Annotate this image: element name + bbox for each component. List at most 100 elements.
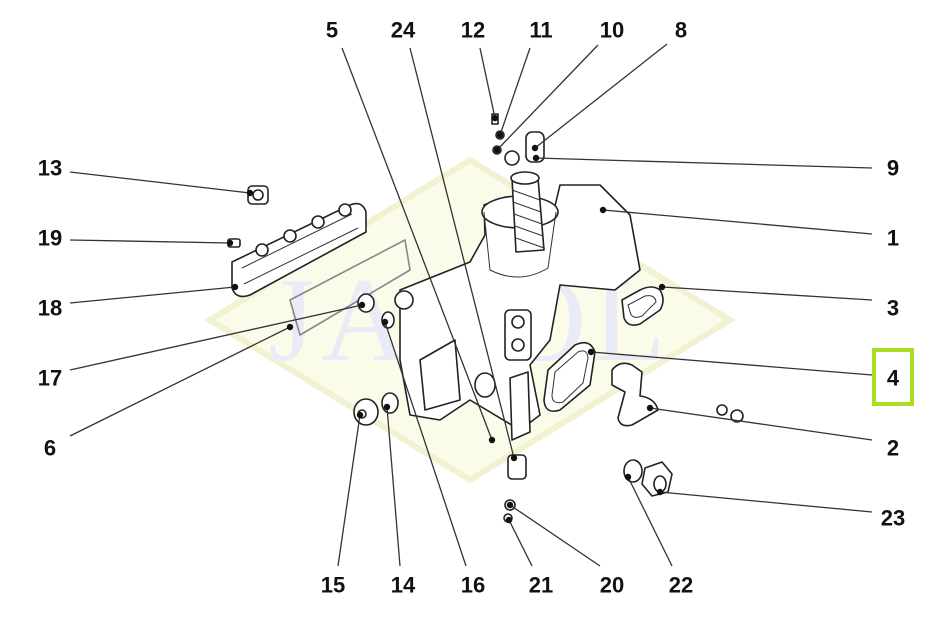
callout-18: 18 bbox=[38, 283, 239, 321]
leader-line bbox=[659, 491, 873, 513]
part-oring-14 bbox=[381, 392, 399, 414]
leader-line bbox=[337, 414, 361, 567]
callout-label: 16 bbox=[461, 573, 485, 598]
callout-label: 24 bbox=[391, 18, 416, 43]
leader-dot bbox=[493, 146, 501, 154]
leader-dot bbox=[491, 114, 499, 122]
callout-4: 4 bbox=[587, 348, 914, 406]
leader-line bbox=[341, 47, 493, 441]
callout-1: 1 bbox=[599, 206, 899, 251]
leader-dot bbox=[286, 323, 294, 331]
part-gasket-2 bbox=[611, 362, 659, 427]
callout-9: 9 bbox=[532, 154, 899, 181]
leader-line bbox=[590, 351, 873, 376]
callout-2: 2 bbox=[646, 404, 899, 461]
callout-11: 11 bbox=[496, 18, 553, 139]
leader-dot bbox=[510, 454, 518, 462]
leader-dot bbox=[246, 189, 254, 197]
callout-label: 5 bbox=[326, 18, 338, 43]
leader-line bbox=[509, 504, 601, 567]
callout-label: 8 bbox=[675, 18, 687, 43]
leader-line bbox=[69, 326, 291, 437]
leader-line bbox=[508, 519, 533, 567]
leader-dot bbox=[624, 473, 632, 481]
leader-line bbox=[661, 286, 873, 301]
callout-17: 17 bbox=[38, 301, 366, 391]
callout-label: 6 bbox=[44, 436, 56, 461]
callout-15: 15 bbox=[321, 411, 364, 598]
part-sensor bbox=[507, 454, 527, 480]
callout-24: 24 bbox=[391, 18, 518, 462]
leader-line bbox=[649, 407, 873, 441]
leader-dot bbox=[383, 403, 391, 411]
leader-dot bbox=[656, 488, 664, 496]
leader-line bbox=[409, 47, 515, 459]
leader-dot bbox=[532, 154, 540, 162]
callout-5: 5 bbox=[326, 18, 496, 444]
callout-21: 21 bbox=[505, 516, 553, 598]
leader-line bbox=[69, 171, 251, 194]
leader-dot bbox=[658, 283, 666, 291]
callout-14: 14 bbox=[383, 403, 416, 598]
leader-dot bbox=[599, 206, 607, 214]
leader-dot bbox=[231, 283, 239, 291]
leader-dot bbox=[358, 301, 366, 309]
callout-20: 20 bbox=[506, 501, 624, 598]
callout-label: 22 bbox=[669, 573, 693, 598]
callout-label: 23 bbox=[881, 506, 905, 531]
callout-label: 17 bbox=[38, 366, 62, 391]
leader-line bbox=[602, 209, 873, 235]
callout-label: 21 bbox=[529, 573, 553, 598]
leader-dot bbox=[356, 411, 364, 419]
leader-dot bbox=[531, 144, 539, 152]
leader-line bbox=[479, 47, 496, 119]
leader-dot bbox=[488, 436, 496, 444]
callout-label: 4 bbox=[887, 366, 900, 391]
leader-line bbox=[535, 157, 873, 169]
callout-3: 3 bbox=[658, 283, 899, 321]
leader-dot bbox=[587, 348, 595, 356]
leader-line bbox=[386, 406, 401, 567]
part-gasket-long bbox=[509, 371, 531, 441]
leader-line bbox=[69, 286, 236, 304]
callout-22: 22 bbox=[624, 473, 693, 598]
callout-8: 8 bbox=[531, 18, 687, 152]
parts-artwork bbox=[227, 113, 744, 523]
leader-dot bbox=[226, 239, 234, 247]
callout-6: 6 bbox=[44, 323, 294, 461]
callout-13: 13 bbox=[38, 156, 254, 197]
leader-line bbox=[384, 321, 467, 567]
callout-label: 3 bbox=[887, 296, 899, 321]
callout-23: 23 bbox=[656, 488, 905, 531]
part-cover-6 bbox=[289, 239, 411, 336]
callout-16: 16 bbox=[381, 318, 485, 598]
leader-line bbox=[69, 304, 363, 371]
leader-line bbox=[69, 239, 231, 244]
leader-line bbox=[496, 44, 599, 151]
leader-line bbox=[499, 47, 531, 136]
highlight-box bbox=[872, 348, 914, 406]
part-gasket-4 bbox=[543, 341, 596, 413]
leader-dot bbox=[646, 404, 654, 412]
callout-10: 10 bbox=[493, 18, 624, 154]
callout-label: 1 bbox=[887, 226, 899, 251]
callout-label: 9 bbox=[887, 156, 899, 181]
callout-label: 14 bbox=[391, 573, 416, 598]
callout-label: 19 bbox=[38, 226, 62, 251]
callout-label: 20 bbox=[600, 573, 624, 598]
callout-19: 19 bbox=[38, 226, 234, 251]
callout-label: 18 bbox=[38, 296, 62, 321]
callout-label: 2 bbox=[887, 436, 899, 461]
leader-dot bbox=[496, 131, 504, 139]
leader-line bbox=[627, 476, 673, 567]
callout-12: 12 bbox=[461, 18, 499, 122]
callout-label: 15 bbox=[321, 573, 345, 598]
leader-dot bbox=[505, 516, 513, 524]
leader-dot bbox=[381, 318, 389, 326]
leader-dot bbox=[506, 501, 514, 509]
callout-label: 12 bbox=[461, 18, 485, 43]
leader-line bbox=[534, 43, 668, 149]
callout-label: 13 bbox=[38, 156, 62, 181]
